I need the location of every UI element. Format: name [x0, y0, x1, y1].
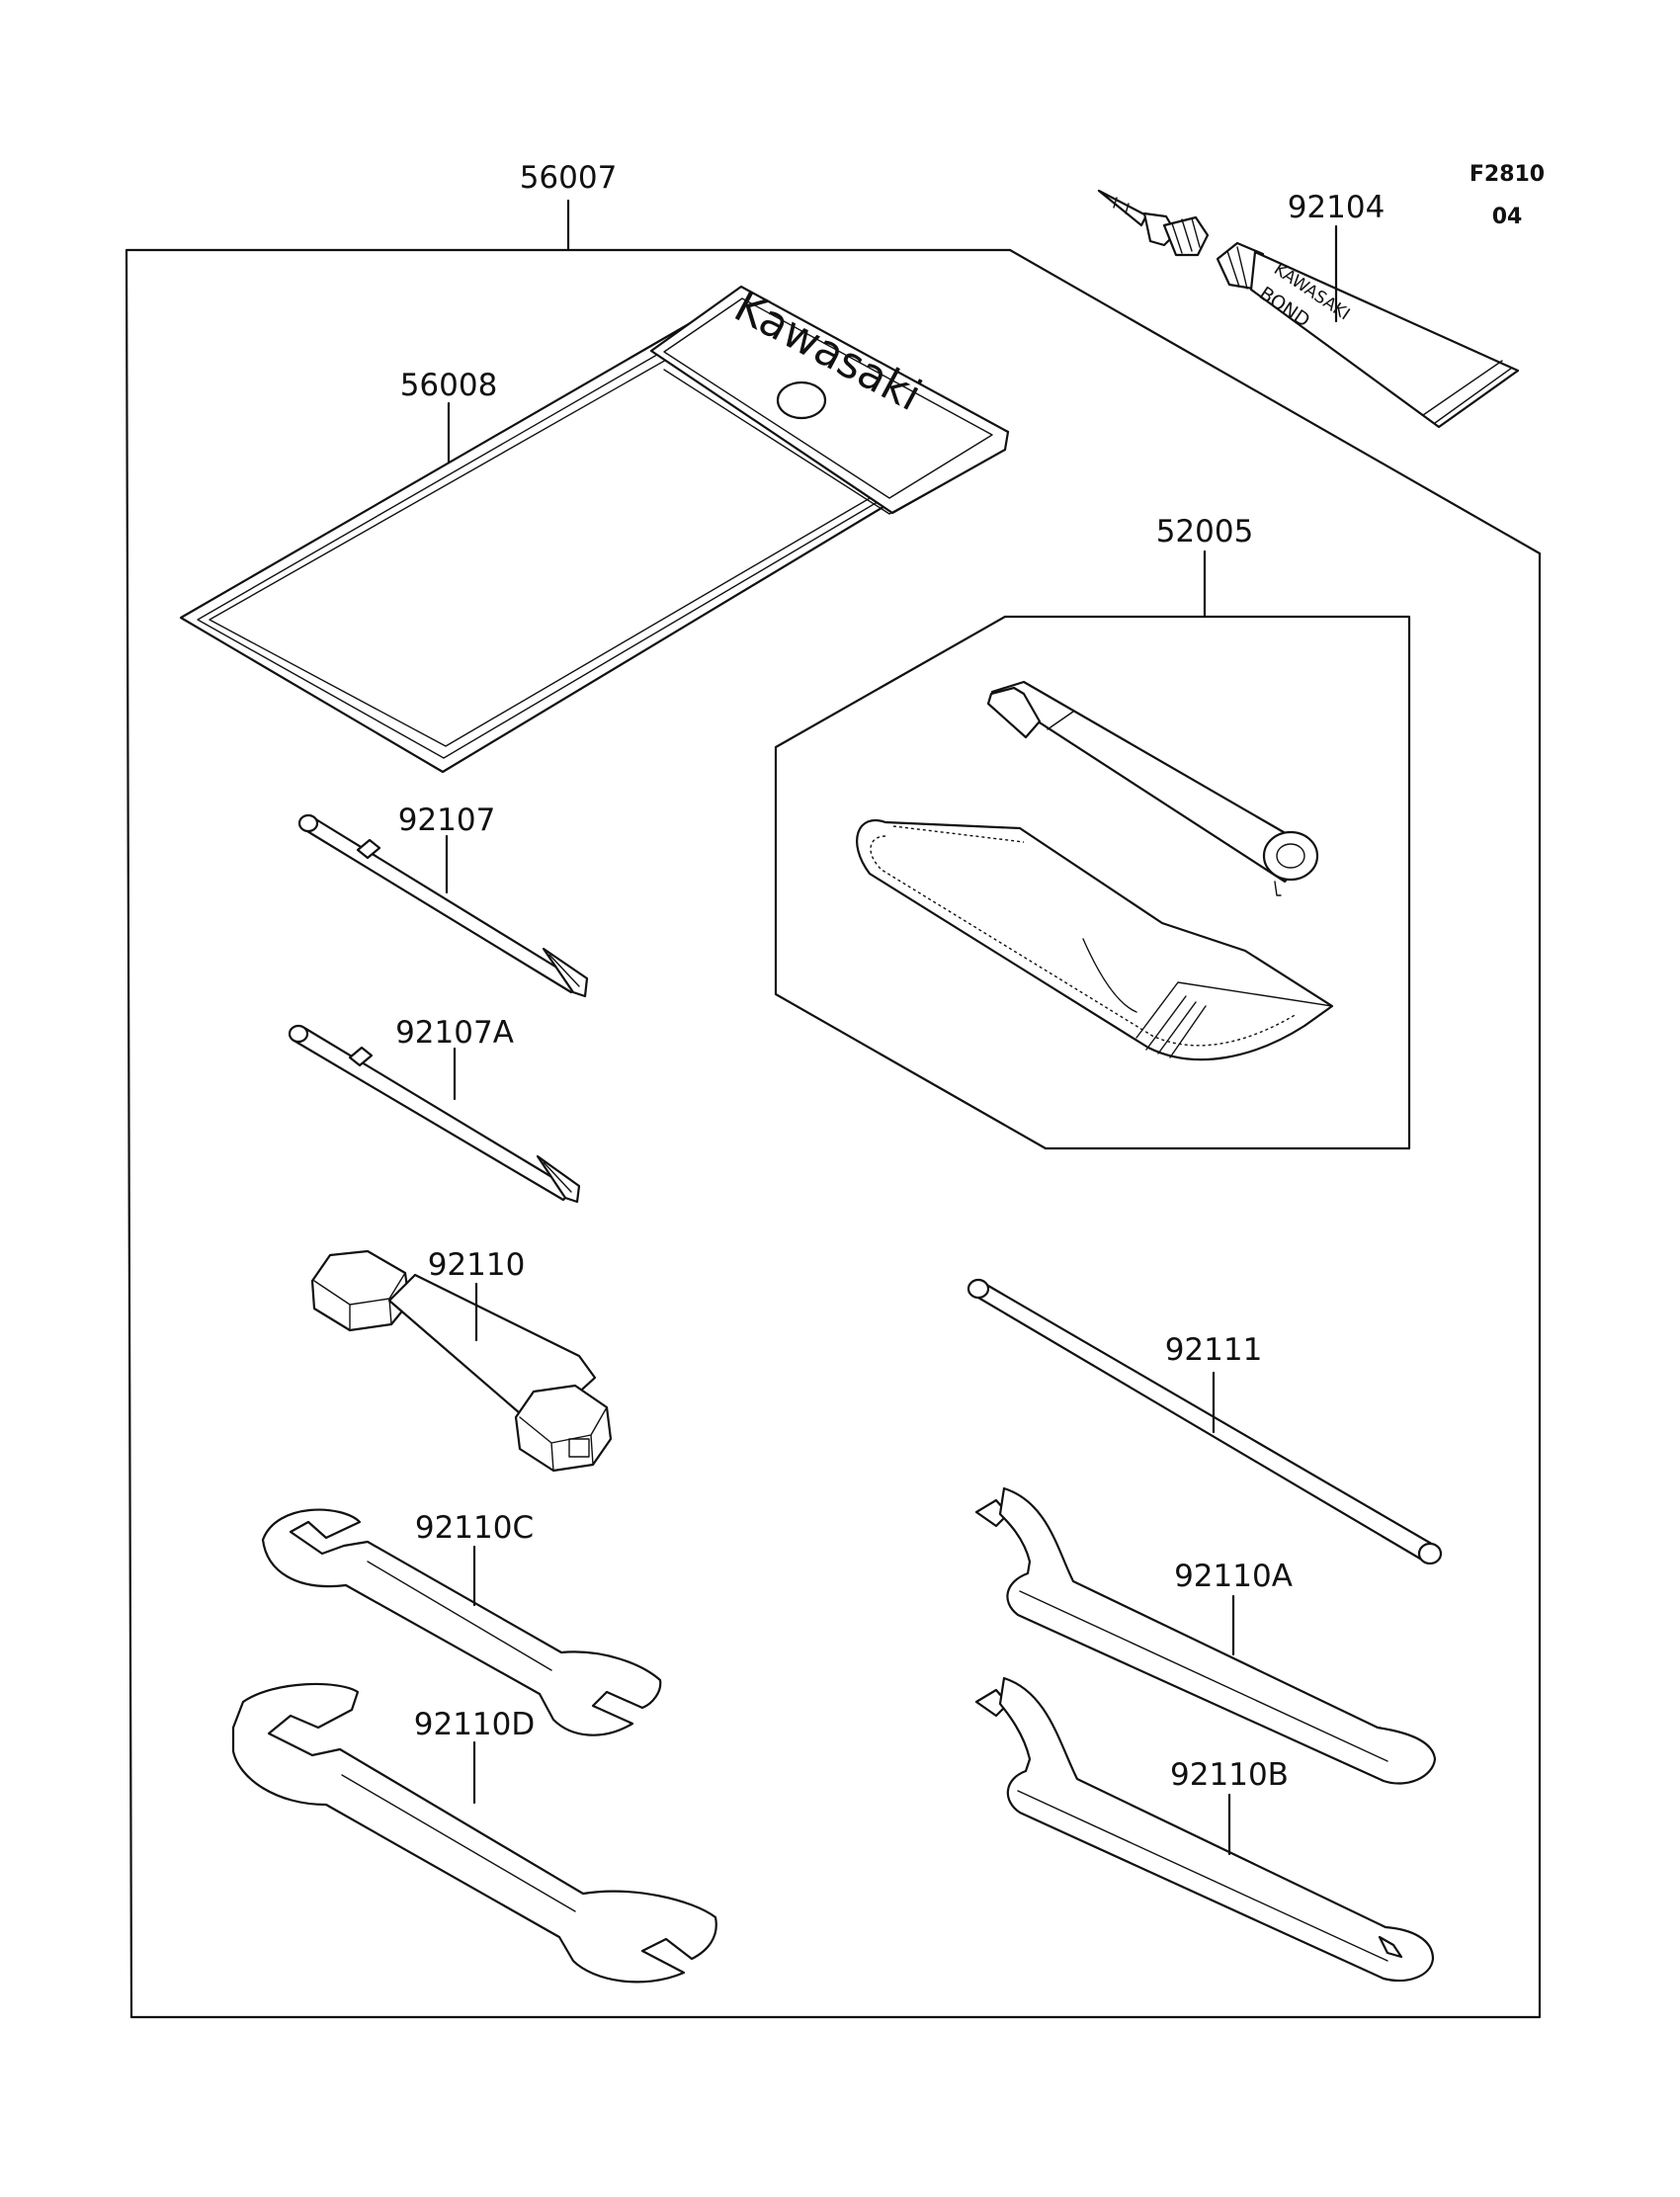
pump-pouch-illustration	[856, 819, 1334, 1061]
part-label-92107a: 92107A	[395, 1015, 514, 1051]
figure-code-revision: 04	[1492, 205, 1523, 229]
bond-tube-illustration: KAWASAKI BOND	[1097, 189, 1520, 429]
hook-wrench-b-illustration	[974, 1676, 1435, 1983]
figure-code: F2810	[1470, 162, 1545, 187]
screwdriver-alt-illustration	[288, 1024, 581, 1204]
tool-bag-illustration: Kawasaki	[179, 282, 1010, 774]
wrench-d-illustration	[231, 1682, 717, 1984]
part-label-92110c: 92110C	[415, 1510, 534, 1546]
part-label-92111: 92111	[1165, 1332, 1263, 1368]
hook-wrench-a-illustration	[974, 1486, 1437, 1785]
part-label-92107: 92107	[398, 803, 496, 838]
part-label-56008: 56008	[400, 368, 498, 403]
kit-outline	[125, 248, 1542, 2019]
part-label-92110b: 92110B	[1170, 1757, 1289, 1793]
part-label-56007: 56007	[520, 160, 618, 196]
plug-wrench-illustration	[310, 1249, 613, 1473]
part-label-92110d: 92110D	[414, 1707, 536, 1742]
handle-bar-illustration	[966, 1278, 1443, 1565]
part-label-92104: 92104	[1288, 190, 1386, 225]
part-label-92110: 92110	[428, 1247, 526, 1283]
part-label-52005: 52005	[1156, 514, 1254, 549]
pump-tube-illustration	[986, 680, 1319, 896]
screwdriver-illustration	[297, 813, 589, 998]
pump-kit-outline	[774, 615, 1411, 1150]
wrench-c-illustration	[261, 1508, 662, 1736]
part-label-92110a: 92110A	[1174, 1559, 1293, 1594]
